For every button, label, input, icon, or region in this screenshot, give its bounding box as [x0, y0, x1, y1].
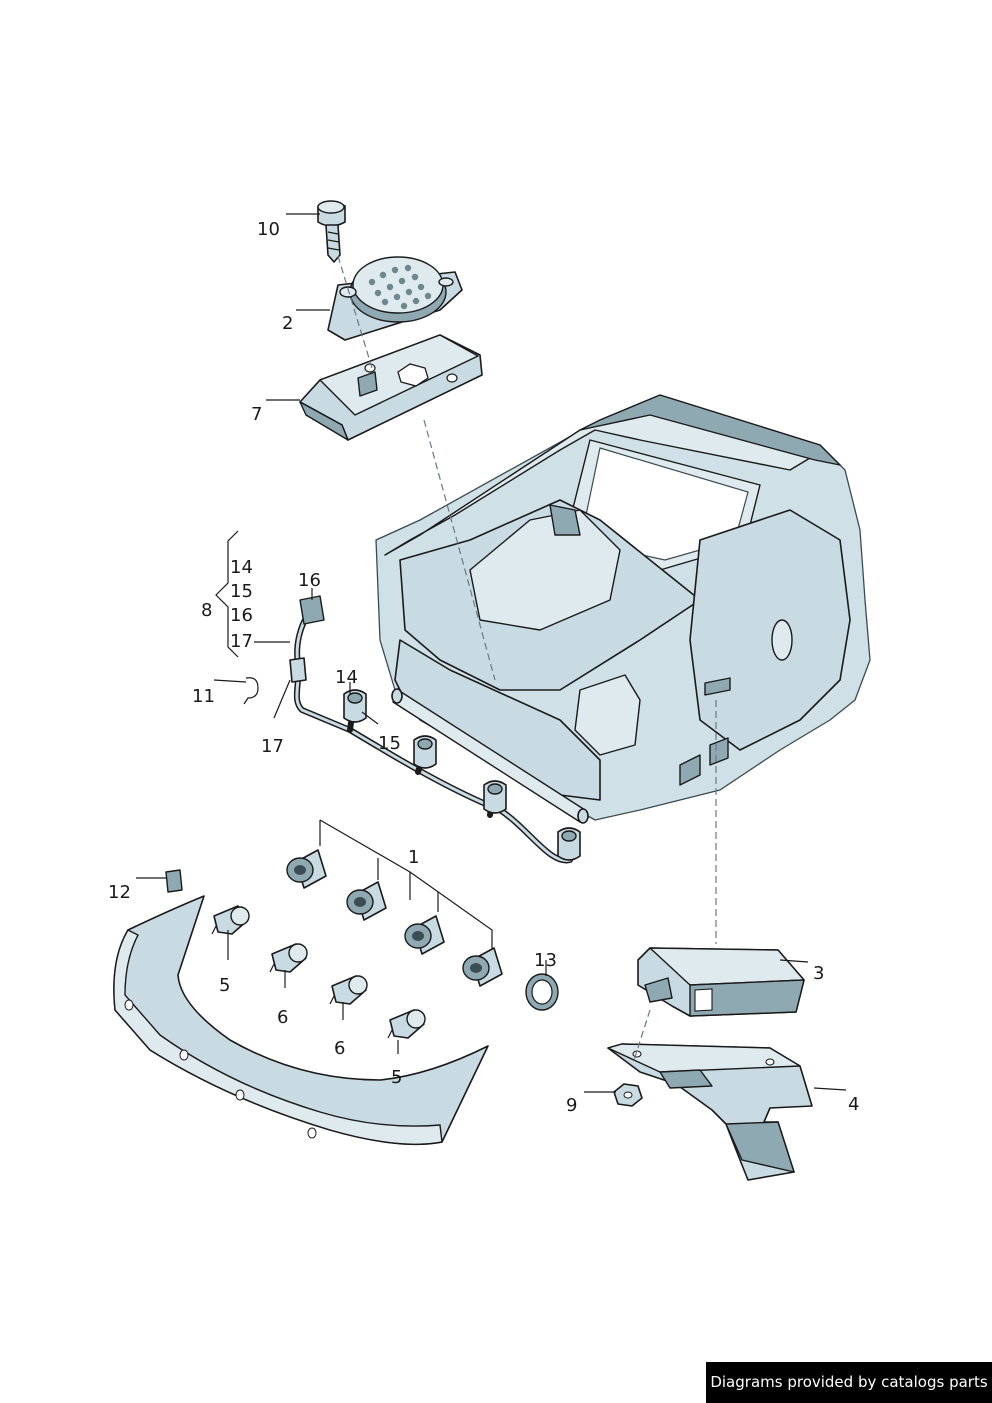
callout-17b: 17: [261, 736, 284, 757]
callout-6a: 6: [277, 1007, 288, 1028]
seal-ring-part-13: [525, 973, 559, 1011]
rear-bumper: [113, 895, 489, 1146]
sensor-holder-5b: [387, 1009, 426, 1039]
clip-part-11: [243, 677, 259, 705]
connector-14: [343, 689, 367, 723]
callout-2: 2: [282, 313, 293, 334]
callout-5a: 5: [219, 975, 230, 996]
callout-14a: 14: [230, 557, 253, 578]
callout-13: 13: [534, 950, 557, 971]
callout-15b: 15: [378, 733, 401, 754]
buzzer-part-2: [327, 256, 463, 341]
pad-part-12: [165, 869, 183, 893]
control-unit-part-3: [637, 947, 805, 1017]
wiring-harness-part-8: [289, 595, 581, 864]
callout-16b: 16: [298, 570, 321, 591]
assembly-guide-lines: [337, 255, 717, 1061]
callout-12: 12: [108, 882, 131, 903]
connector-wire-3: [483, 780, 507, 814]
callout-17a: 17: [230, 631, 253, 652]
leader-lines: [136, 213, 847, 1093]
sensor-1: [286, 849, 327, 889]
bolt-part-10: [317, 200, 346, 263]
callout-labels: 10 2 7 14 15 16 17 8 16 11 14 17 15 1 12…: [108, 219, 859, 1116]
mounting-bracket-part-4: [607, 1043, 813, 1181]
callout-15a: 15: [230, 581, 253, 602]
callout-1: 1: [408, 847, 419, 868]
callout-6b: 6: [334, 1038, 345, 1059]
sensor-2: [346, 881, 387, 921]
nut-part-9: [613, 1083, 643, 1107]
callout-11: 11: [192, 686, 215, 707]
vehicle-rear-body: [375, 394, 871, 824]
callout-10: 10: [257, 219, 280, 240]
callout-14b: 14: [335, 667, 358, 688]
sensor-holder-6a: [269, 943, 308, 973]
callout-7: 7: [251, 404, 262, 425]
callout-3: 3: [813, 963, 824, 984]
callout-4: 4: [848, 1094, 859, 1115]
connector-15: [413, 735, 437, 769]
sensor-3: [404, 915, 445, 955]
callout-8: 8: [201, 600, 212, 621]
callout-16a: 16: [230, 605, 253, 626]
connector-wire-4: [557, 827, 581, 861]
sensor-4: [462, 947, 503, 987]
parking-sensors-part-1: [286, 849, 503, 987]
sensor-holder-5a: [211, 905, 250, 935]
catalog-credit-badge: Diagrams provided by catalogs parts: [706, 1362, 992, 1403]
callout-5b: 5: [391, 1067, 402, 1088]
sensor-holder-6b: [329, 975, 368, 1005]
callout-9: 9: [566, 1095, 577, 1116]
bracket-part-7: [299, 334, 483, 441]
